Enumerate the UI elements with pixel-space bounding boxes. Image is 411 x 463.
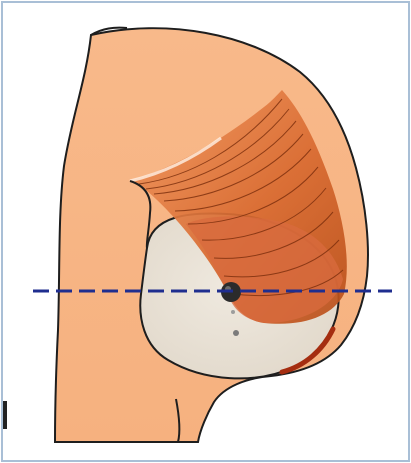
- disc-speck-1: [233, 330, 239, 336]
- disc-speck-2: [231, 310, 235, 314]
- corner-mark: [3, 401, 7, 429]
